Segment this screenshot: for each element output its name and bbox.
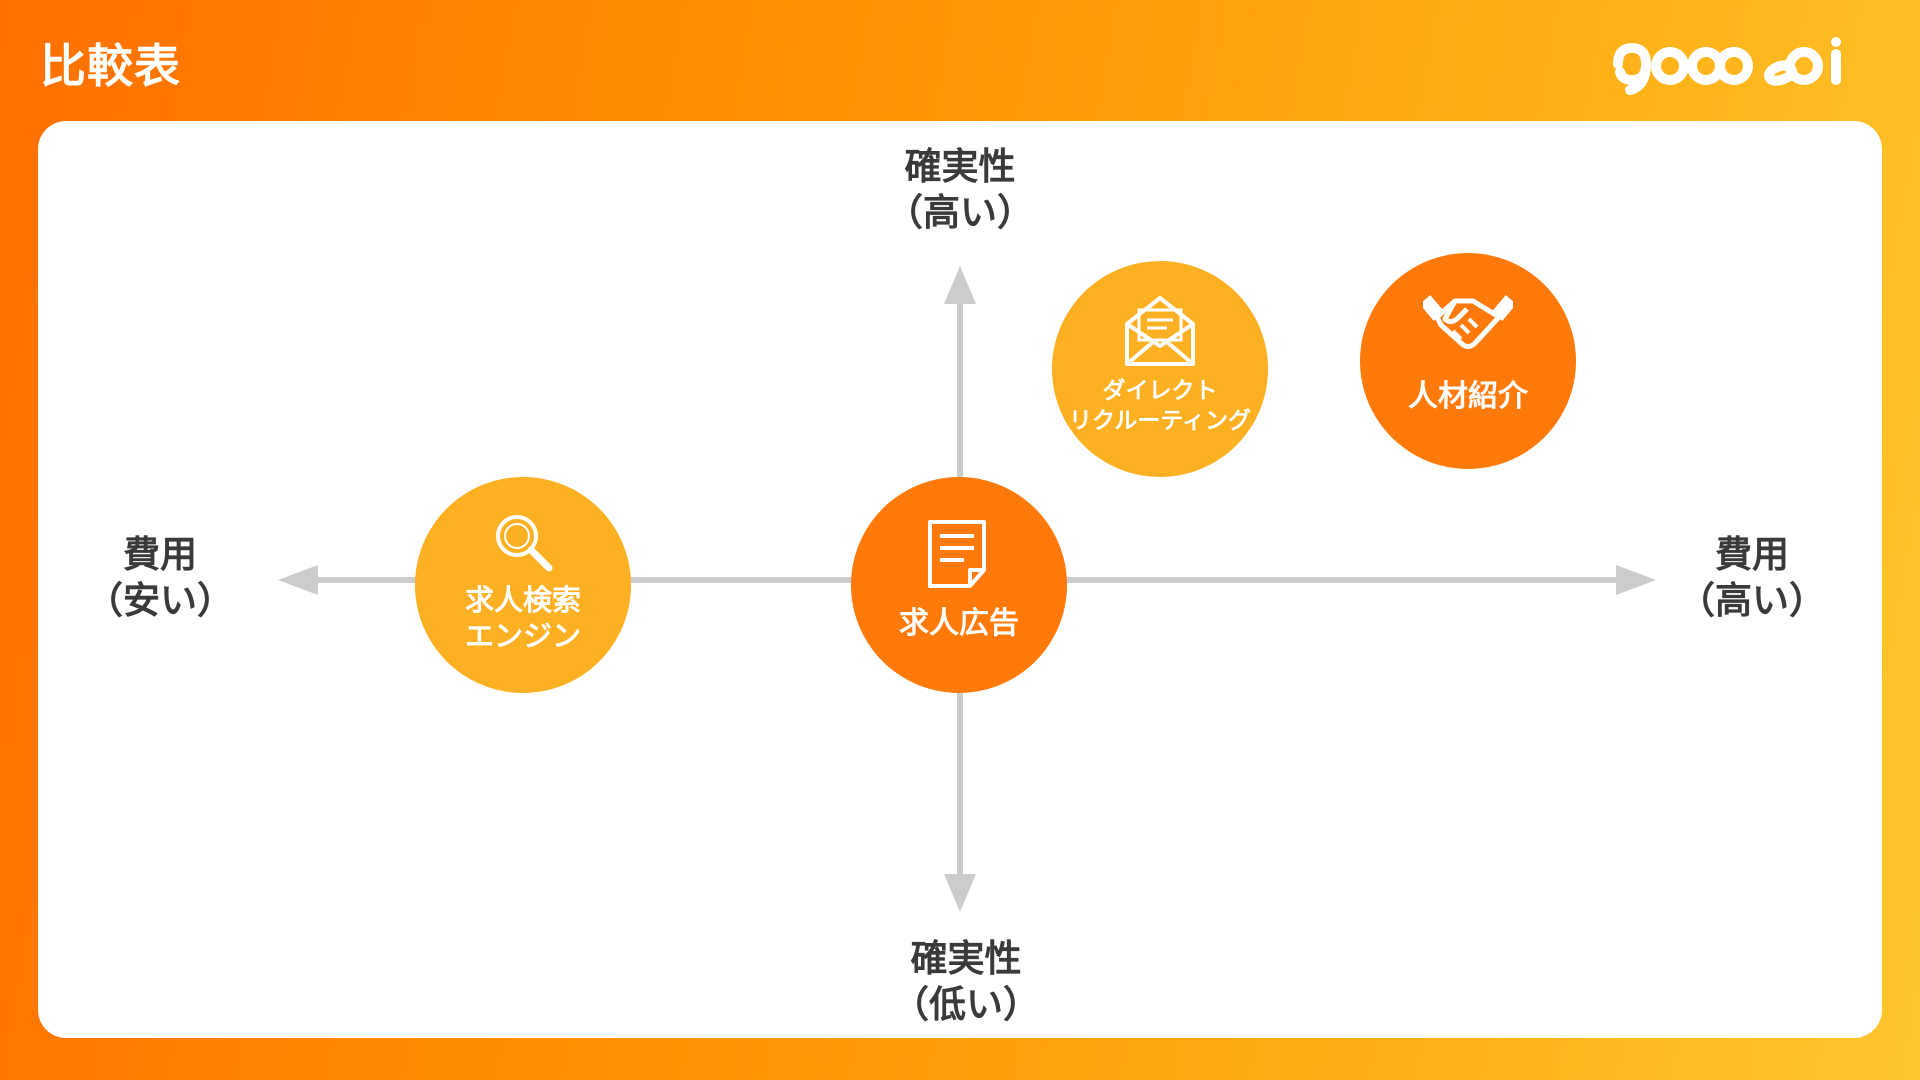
axis-label-left-line2: （安い） [86,579,234,622]
node-label-line2: リクルーティング [1069,408,1251,434]
magnifier-icon [496,515,553,572]
arrow-right [1616,565,1656,595]
envelope-icon [1125,296,1195,366]
axis-label-top-line1: 確実性 [904,145,1016,188]
axis-label-bottom-line1: 確実性 [910,937,1022,980]
node-job-advertising: 求人広告 [851,477,1067,693]
axis-label-right: 費用 （高い） [1672,532,1832,624]
node-direct-recruiting: ダイレクト リクルーティング [1052,261,1268,477]
axis-label-left-line1: 費用 [123,533,197,576]
document-icon [928,520,986,588]
node-label-line1: 人材紹介 [1408,379,1528,414]
axis-label-top: 確実性 （高い） [880,144,1040,236]
node-label-line1: 求人広告 [899,606,1019,641]
arrow-down [944,874,976,912]
node-job-search-engine: 求人検索 エンジン [415,477,631,693]
axis-label-bottom: 確実性 （低い） [886,936,1046,1028]
axis-label-right-line2: （高い） [1678,579,1826,622]
logo [1613,37,1841,95]
axis-label-top-line2: （高い） [886,191,1034,234]
node-staffing-agency: 人材紹介 [1360,253,1576,469]
handshake-icon [1423,295,1513,349]
page-title: 比較表 [40,39,181,93]
axis-label-bottom-line2: （低い） [892,983,1040,1026]
node-label-line1: 求人検索 [464,583,581,617]
axis-label-right-line1: 費用 [1715,533,1789,576]
arrow-up [944,266,976,304]
node-label-line2: エンジン [464,619,581,653]
axis-label-left: 費用 （安い） [80,532,240,624]
arrow-left [278,565,318,595]
node-label-line1: ダイレクト [1102,378,1218,404]
